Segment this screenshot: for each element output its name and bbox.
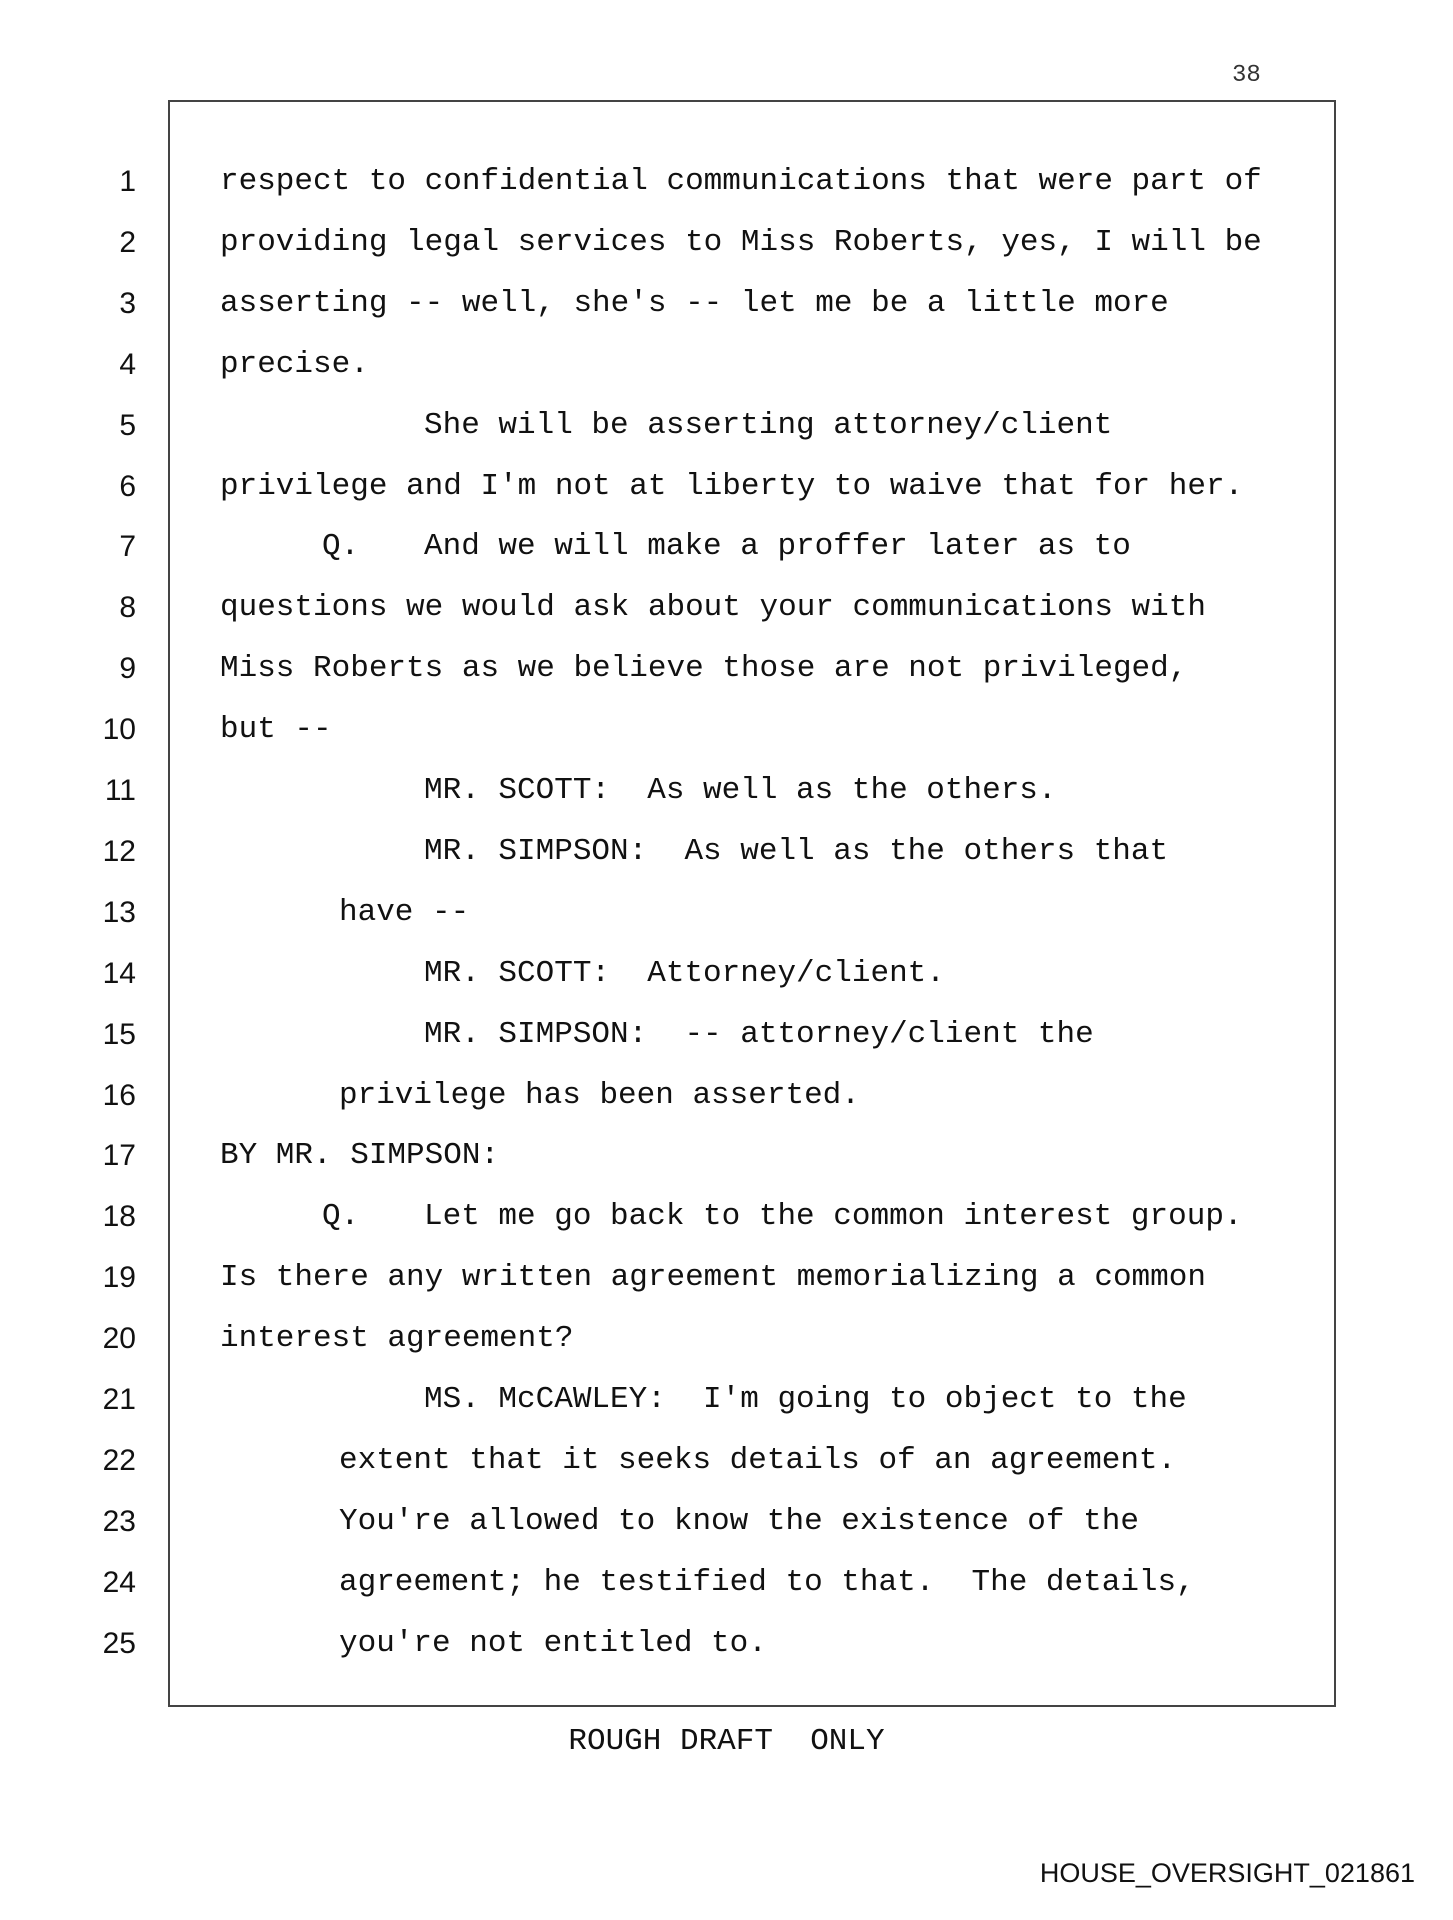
line-number: 7	[119, 530, 136, 564]
transcript-line-text: you're not entitled to.	[339, 1625, 767, 1661]
line-number: 15	[102, 1017, 136, 1051]
transcript-line-text: but --	[220, 712, 332, 748]
transcript-line-text: have --	[339, 894, 470, 930]
line-number: 3	[119, 286, 136, 320]
line-number: 6	[119, 469, 136, 503]
question-marker: Q.	[322, 1199, 360, 1235]
line-number: 8	[119, 591, 136, 625]
question-marker: Q.	[322, 529, 360, 565]
transcript-line-text: respect to confidential communications t…	[220, 164, 1262, 199]
line-number: 12	[102, 834, 136, 868]
transcript-line-text: Let me go back to the common interest gr…	[424, 1199, 1243, 1235]
line-number: 16	[102, 1078, 136, 1112]
transcript-line-text: MR. SCOTT: Attorney/client.	[424, 955, 945, 991]
transcript-line-text: MR. SIMPSON: As well as the others that	[424, 833, 1169, 869]
bates-number: HOUSE_OVERSIGHT_021861	[1039, 1858, 1415, 1888]
line-number: 24	[102, 1565, 136, 1599]
transcript-line-text: questions we would ask about your commun…	[220, 590, 1206, 626]
line-number: 25	[102, 1626, 136, 1660]
line-number: 11	[104, 774, 136, 807]
line-number: 9	[119, 652, 136, 686]
line-number: 5	[119, 408, 136, 442]
transcript-line-text: Miss Roberts as we believe those are not…	[220, 651, 1188, 687]
transcript-line-text: asserting -- well, she's -- let me be a …	[220, 285, 1169, 321]
line-number: 19	[102, 1261, 136, 1295]
transcript-line-text: BY MR. SIMPSON:	[220, 1138, 500, 1174]
rough-draft-footer: ROUGH DRAFT ONLY	[568, 1724, 885, 1759]
line-number: 14	[102, 956, 136, 990]
line-number: 2	[119, 225, 136, 259]
line-number: 17	[102, 1139, 136, 1173]
line-number: 18	[102, 1200, 136, 1234]
line-number: 10	[102, 713, 136, 747]
line-number: 22	[102, 1443, 136, 1477]
transcript-line-text: She will be asserting attorney/client	[424, 407, 1113, 443]
transcript-border	[168, 100, 1336, 1707]
line-number: 13	[102, 895, 136, 929]
transcript-line-text: agreement; he testified to that. The det…	[339, 1564, 1195, 1600]
transcript-line-text: precise.	[220, 346, 369, 382]
transcript-line-text: providing legal services to Miss Roberts…	[220, 224, 1262, 260]
page-number: 38	[1232, 62, 1261, 89]
transcript-line-text: privilege has been asserted.	[339, 1077, 860, 1113]
line-number: 4	[119, 347, 136, 381]
transcript-line-text: MS. McCAWLEY: I'm going to object to the	[424, 1382, 1187, 1417]
line-number: 20	[102, 1322, 136, 1356]
line-number: 23	[102, 1504, 136, 1538]
transcript-line-text: You're allowed to know the existence of …	[339, 1503, 1139, 1539]
line-number: 21	[102, 1383, 136, 1416]
transcript-line-text: Is there any written agreement memoriali…	[220, 1260, 1206, 1296]
transcript-line-text: MR. SIMPSON: -- attorney/client the	[424, 1016, 1094, 1052]
transcript-line-text: And we will make a proffer later as to	[424, 529, 1131, 565]
transcript-line-text: privilege and I'm not at liberty to waiv…	[220, 468, 1244, 504]
transcript-line-text: interest agreement?	[220, 1321, 574, 1357]
line-number: 1	[119, 165, 136, 198]
transcript-line-text: extent that it seeks details of an agree…	[339, 1442, 1177, 1478]
transcript-line-text: MR. SCOTT: As well as the others.	[424, 773, 1057, 808]
